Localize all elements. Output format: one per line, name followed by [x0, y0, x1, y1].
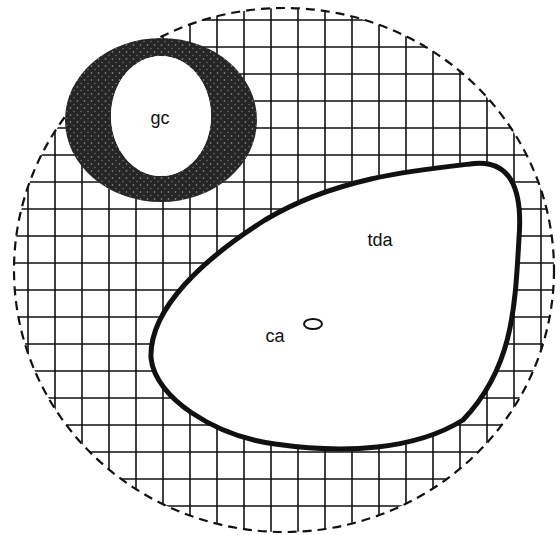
duct-region: tda	[145, 158, 525, 456]
region-label: gc	[150, 109, 169, 127]
region-label: tda	[367, 231, 392, 249]
part-label: ca	[265, 327, 284, 345]
dashed-outline	[14, 8, 554, 532]
cell-region: gc	[62, 36, 260, 204]
canal-oval	[304, 319, 322, 329]
blob-outline	[145, 158, 525, 456]
